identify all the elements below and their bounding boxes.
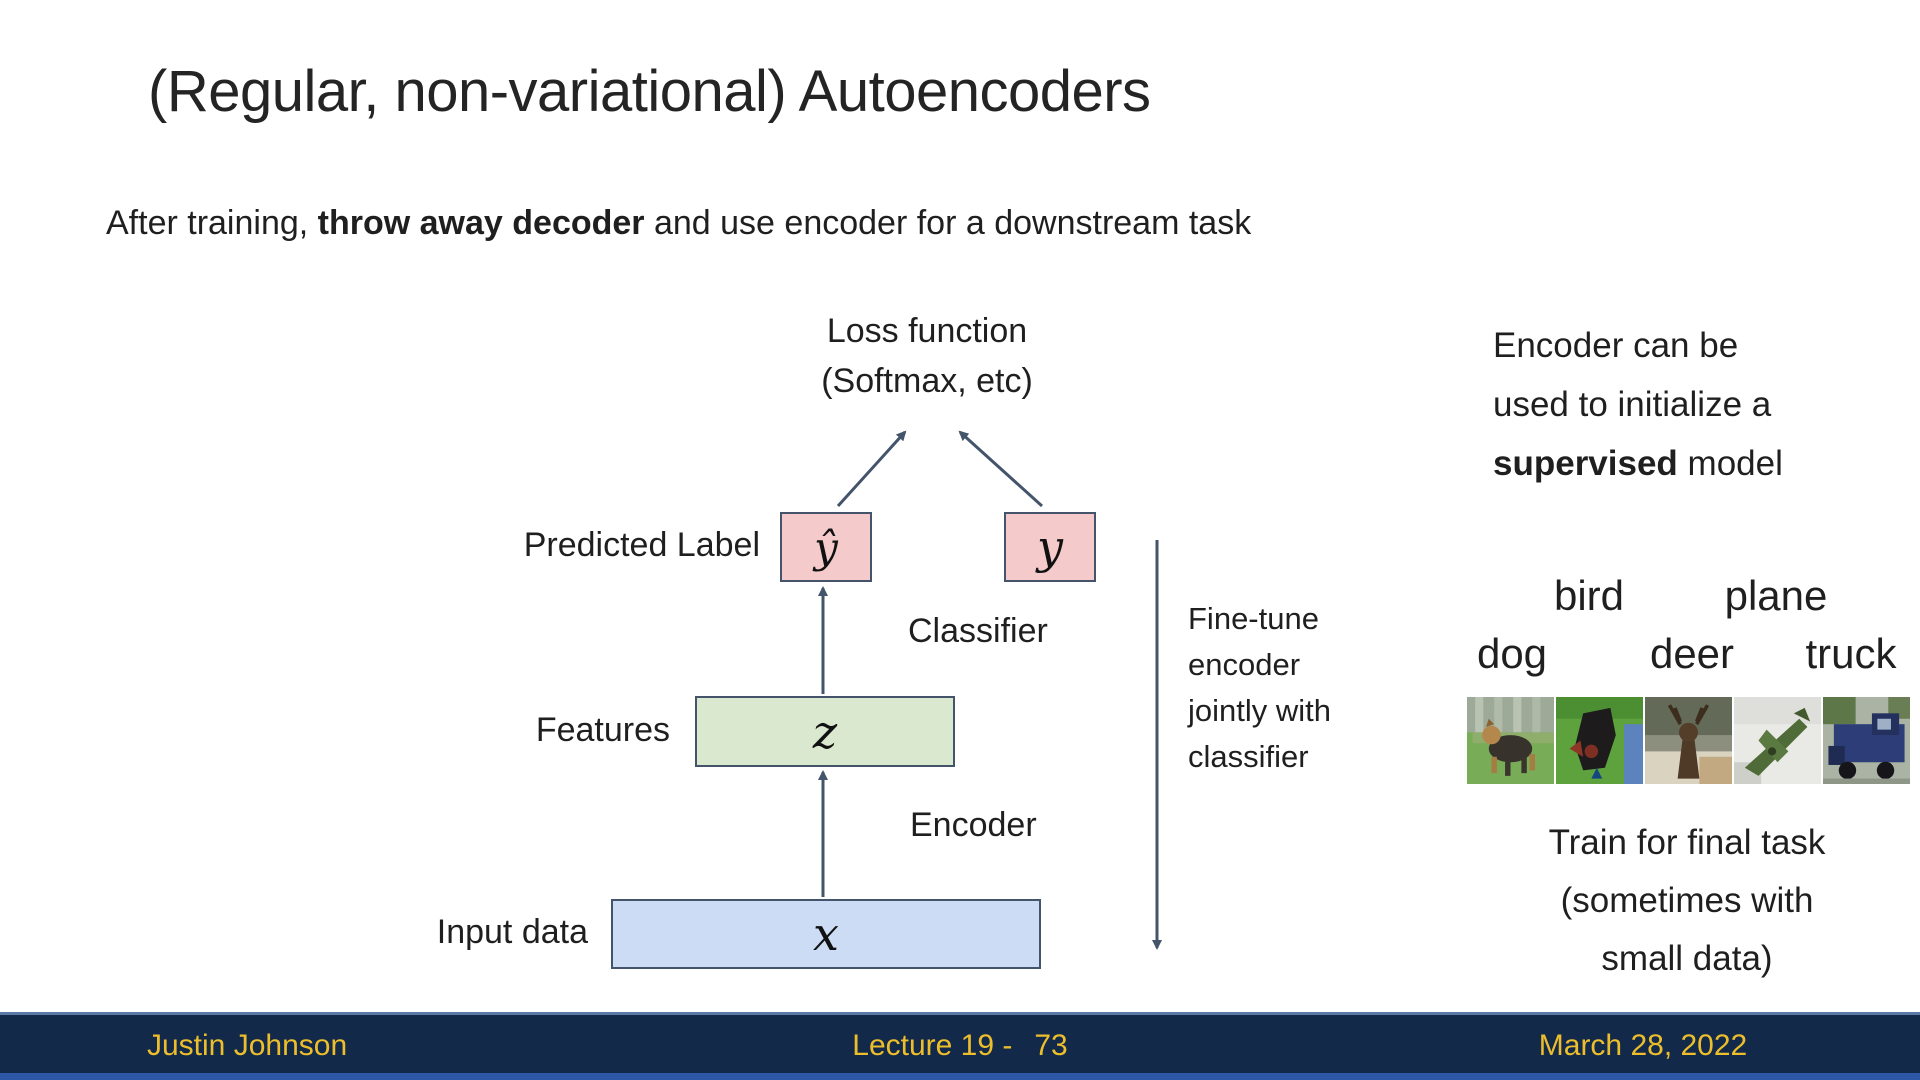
footer-date: March 28, 2022	[1538, 1029, 1748, 1062]
class-label-dog: dog	[1476, 630, 1548, 677]
train-note-line: small data)	[1601, 939, 1773, 978]
true-label-box: y	[1004, 512, 1096, 582]
cifar-image-dog	[1467, 697, 1554, 784]
footer-bar: Justin Johnson Lecture 19 - 73 March 28, …	[0, 1012, 1920, 1080]
fine-tune-line: Fine-tune	[1188, 601, 1319, 636]
slide-title: (Regular, non-variational) Autoencoders	[148, 59, 1151, 124]
encoder-note-line2: used to initialize a	[1493, 385, 1772, 424]
footer-author: Justin Johnson	[147, 1029, 348, 1062]
cifar-image-plane	[1734, 697, 1821, 784]
loss-line1: Loss function	[826, 312, 1028, 350]
fine-tune-note: Fine-tune encoder jointly with classifie…	[1188, 596, 1331, 780]
footer-lecture-info: Lecture 19 - 73	[852, 1029, 1067, 1063]
train-final-task-note: Train for final task (sometimes with sma…	[1549, 814, 1826, 988]
fine-tune-line: jointly with	[1188, 693, 1331, 728]
encoder-note-line1: Encoder can be	[1493, 326, 1739, 365]
loss-line2: (Softmax, etc)	[821, 362, 1033, 400]
subtitle-bold: throw away decoder	[317, 204, 645, 242]
class-label-bird: bird	[1553, 572, 1625, 619]
train-note-line: Train for final task	[1548, 823, 1826, 862]
cifar-image-row	[1467, 697, 1910, 784]
slide-subtitle: After training, throw away decoder and u…	[106, 204, 1251, 243]
subtitle-prefix: After training,	[106, 204, 318, 242]
classifier-label: Classifier	[908, 612, 1048, 650]
loss-function-text: Loss function (Softmax, etc)	[821, 306, 1033, 406]
train-note-line: (sometimes with	[1560, 881, 1814, 920]
features-box: z	[695, 696, 955, 767]
class-label-deer: deer	[1649, 630, 1735, 677]
features-label: Features	[535, 711, 670, 749]
fine-tune-line: classifier	[1188, 739, 1309, 774]
input-data-label: Input data	[436, 913, 588, 951]
cifar-image-truck	[1823, 697, 1910, 784]
arrow-y-to-loss	[958, 430, 1044, 508]
encoder-label: Encoder	[910, 806, 1037, 844]
predicted-label-text: Predicted Label	[523, 526, 760, 564]
class-label-truck: truck	[1805, 630, 1897, 677]
footer-lecture-prefix: Lecture 19 -	[852, 1029, 1013, 1062]
predicted-label-box: ŷ	[780, 512, 872, 582]
encoder-note-line3: supervised model	[1493, 434, 1783, 493]
footer-accent-strip	[0, 1073, 1920, 1080]
fine-tune-line: encoder	[1188, 647, 1301, 682]
input-data-box: x	[611, 899, 1041, 969]
encoder-init-note: Encoder can be used to initialize a supe…	[1493, 316, 1783, 493]
encoder-note-rest: model	[1677, 444, 1783, 483]
cifar-image-deer	[1645, 697, 1732, 784]
cifar-image-bird	[1556, 697, 1643, 784]
class-label-plane: plane	[1724, 572, 1828, 619]
encoder-note-bold: supervised	[1493, 444, 1678, 483]
arrow-yhat-to-loss	[836, 430, 907, 508]
footer-page-number: 73	[1034, 1029, 1068, 1062]
subtitle-suffix: and use encoder for a downstream task	[644, 204, 1252, 242]
